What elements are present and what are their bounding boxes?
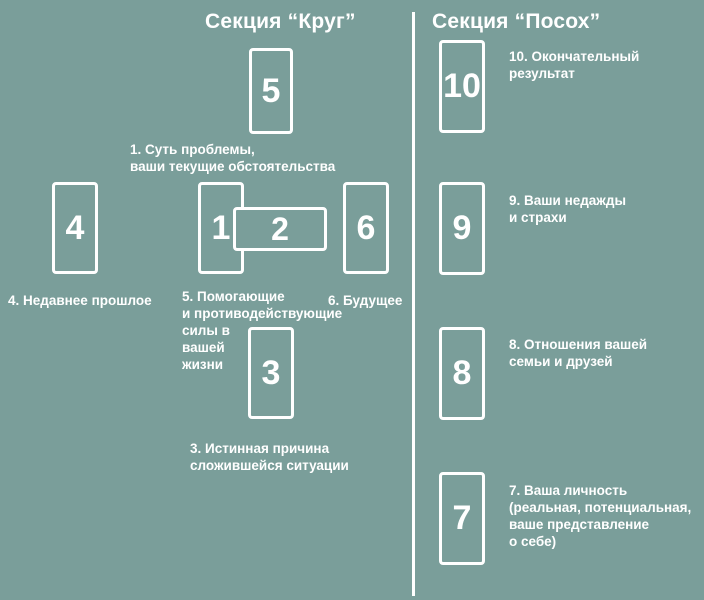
label-line: (реальная, потенциальная, (509, 500, 692, 515)
label-line: 9. Ваши недажды (509, 193, 626, 208)
label-line: ваши текущие обстоятельства (130, 159, 336, 174)
label-line: 8. Отношения вашей (509, 337, 648, 352)
circle-section-title: Секция “Круг” (205, 10, 356, 33)
card-5: 5 (249, 48, 293, 134)
label-line: 1. Суть проблемы, (130, 142, 255, 157)
label-position-9: 9. Ваши недажды и страхи (509, 192, 626, 226)
card-9: 9 (439, 182, 485, 275)
card-10: 10 (439, 40, 485, 133)
card-8: 8 (439, 327, 485, 420)
label-position-7: 7. Ваша личность (реальная, потенциальна… (509, 482, 691, 550)
label-line: силы в (182, 323, 230, 338)
label-line: сложившейся ситуации (190, 458, 349, 473)
label-line: результат (509, 66, 575, 81)
label-line: 7. Ваша личность (509, 483, 628, 498)
label-position-6: 6. Будущее (328, 292, 402, 309)
label-line: вашей (182, 340, 225, 355)
section-divider (412, 12, 415, 596)
label-line: 10. Окончательный (509, 49, 640, 64)
label-line: семьи и друзей (509, 354, 613, 369)
label-line: жизни (182, 357, 224, 372)
card-7: 7 (439, 472, 485, 565)
label-position-8: 8. Отношения вашей семьи и друзей (509, 336, 647, 370)
label-line: и противодействующие (182, 306, 343, 321)
card-2: 2 (233, 207, 327, 251)
label-line: 4. Недавнее прошлое (8, 293, 152, 308)
label-line: и страхи (509, 210, 567, 225)
label-position-10: 10. Окончательный результат (509, 48, 639, 82)
card-6: 6 (343, 182, 389, 274)
card-4: 4 (52, 182, 98, 274)
label-line: ваше представление (509, 517, 650, 532)
card-3: 3 (248, 327, 294, 419)
label-position-3: 3. Истинная причина сложившейся ситуации (190, 440, 349, 474)
label-position-4: 4. Недавнее прошлое (8, 292, 152, 309)
label-position-1: 1. Суть проблемы, ваши текущие обстоятел… (130, 141, 335, 175)
label-line: о себе) (509, 534, 557, 549)
label-line: 6. Будущее (328, 293, 403, 308)
staff-section-title: Секция “Посох” (432, 10, 601, 33)
label-line: 5. Помогающие (182, 289, 285, 304)
label-line: 3. Истинная причина (190, 441, 330, 456)
label-position-5: 5. Помогающие и противодействующие силы … (182, 288, 342, 373)
